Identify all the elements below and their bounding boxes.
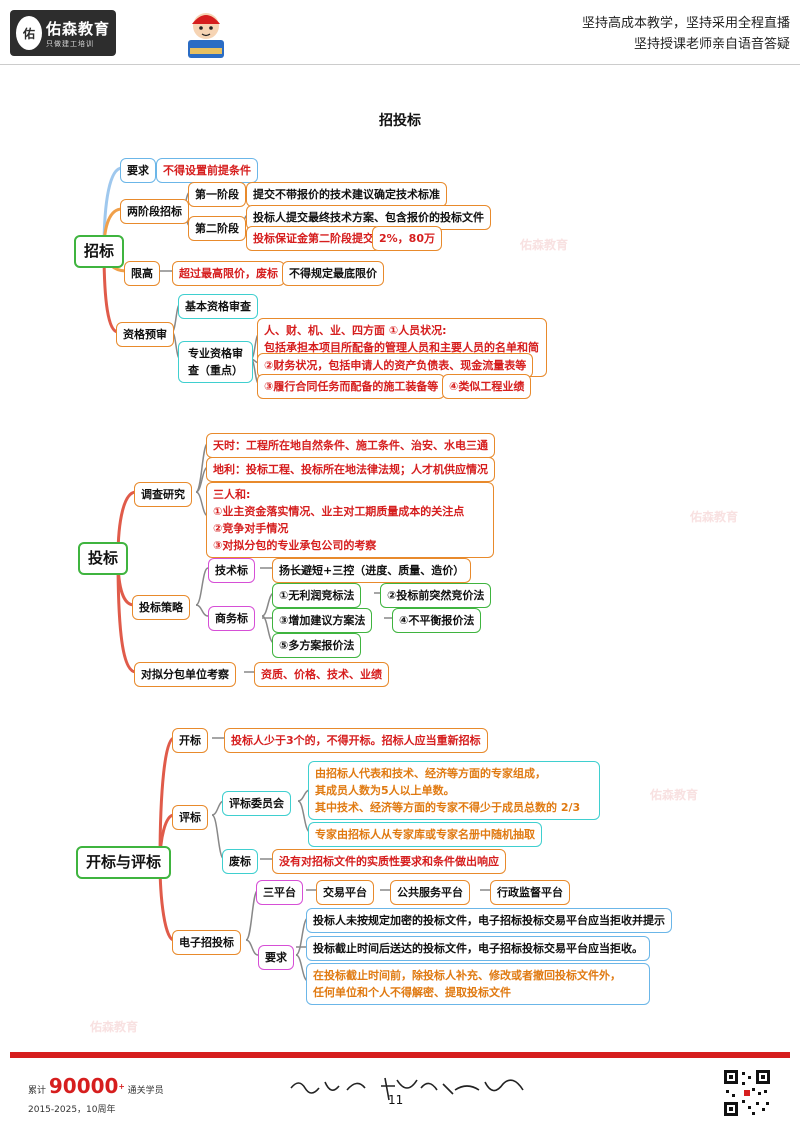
- dianzi-item-3: 在投标截止时间前，除投标人补充、修改或者撤回投标文件外， 任何单位和个人不得解密…: [306, 963, 650, 1005]
- slogan-line-1: 坚持高成本教学，坚持采用全程直播: [581, 16, 790, 31]
- count-plus: +: [118, 1082, 125, 1091]
- student-count: 累计 90000+ 通关学员: [28, 1074, 164, 1098]
- watermark: 佑森教育: [650, 788, 699, 802]
- page-number: 11: [388, 1093, 404, 1107]
- weiyuanhui-item-2: 专家由招标人从专家库或专家名册中随机抽取: [308, 822, 542, 847]
- wyh-line-1: 由招标人代表和技术、经济等方面的专家组成，: [315, 767, 546, 780]
- node-zigeyushen: 资格预审: [116, 322, 174, 347]
- zhuanye-item-1-b: ①人员状况:: [388, 324, 447, 337]
- xiangao-item-2: 不得规定最底限价: [282, 261, 384, 286]
- kaibiao-item: 投标人少于3个的，不得开标。招标人应当重新招标: [224, 728, 488, 753]
- diaocha-tianshi: 天时：工程所在地自然条件、施工条件、治安、水电三通: [206, 433, 495, 458]
- count-value: 90000: [48, 1074, 119, 1098]
- node-xiangao: 限高: [124, 261, 160, 286]
- watermark: 佑森教育: [520, 238, 569, 252]
- dianzi-item-2: 投标截止时间后送达的投标文件，电子招标投标交易平台应当拒收。: [306, 936, 650, 961]
- logo-subtitle: 只做建工培训: [46, 39, 94, 48]
- dianzi-item-1: 投标人未按规定加密的投标文件，电子招标投标交易平台应当拒收并提示: [306, 908, 672, 933]
- watermark: 佑森教育: [690, 510, 739, 524]
- footer-bar: [10, 1052, 790, 1058]
- dz3-line-2: 任何单位和个人不得解密、提取投标文件: [313, 986, 511, 999]
- node-diaocha: 调查研究: [134, 482, 192, 507]
- shangwu-item-4: ④不平衡报价法: [392, 608, 482, 633]
- years-label: 2015-2025，10周年: [28, 1105, 116, 1115]
- diaocha-renhe: 三人和: ①业主资金落实情况、业主对工期质量成本的关注点 ②竞争对手情况 ③对拟…: [206, 482, 494, 558]
- jishubiao-item: 扬长避短+三控（进度、质量、造价）: [272, 558, 472, 583]
- node-fenbao: 对拟分包单位考察: [134, 662, 236, 687]
- shangwu-item-1: ①无利润竞标法: [272, 583, 362, 608]
- node-yaoqiu: 要求: [120, 158, 156, 183]
- shangwu-item-5: ⑤多方案报价法: [272, 633, 362, 658]
- diaocha-dili: 地利：投标工程、投标所在地法律法规；人才机供应情况: [206, 457, 495, 482]
- shangwu-item-2: ②投标前突然竞价法: [380, 583, 492, 608]
- header-bar: 佑 佑森教育 只做建工培训 坚持高成本教学，坚持采用全程直播 坚持授课老师亲自语…: [0, 0, 800, 64]
- dz3-line-1: 在投标截止时间前，除投标人补充、修改或者撤回投标文件外，: [313, 969, 621, 982]
- node-kaibiao: 开标: [172, 728, 208, 753]
- zhuanye-item-3: ③履行合同任务而配备的施工装备等: [257, 374, 446, 399]
- node-dianzi-yaoqiu: 要求: [258, 945, 294, 970]
- node-stage1: 第一阶段: [188, 182, 246, 207]
- wyh-line-3: 其中技术、经济等方面的专家不得少于成员总数的 2/3: [315, 801, 581, 814]
- stage2-item-3: 2%，80万: [372, 226, 442, 251]
- qr-code-icon: [722, 1068, 772, 1118]
- stage2-item-1: 投标人提交最终技术方案、包含报价的投标文件: [246, 205, 491, 230]
- node-feibiao: 废标: [222, 849, 258, 874]
- yaoqiu-item: 不得设置前提条件: [156, 158, 258, 183]
- node-jishubiao: 技术标: [208, 558, 255, 583]
- count-suffix: 通关学员: [127, 1086, 164, 1096]
- stage1-item: 提交不带报价的技术建议确定技术标准: [246, 182, 447, 207]
- brand-logo: 佑 佑森教育 只做建工培训: [10, 10, 116, 56]
- xiangao-item-1: 超过最高限价，废标: [172, 261, 285, 286]
- watermark: 佑森教育: [90, 1020, 139, 1034]
- node-weiyuanhui: 评标委员会: [222, 791, 291, 816]
- pingtai-item-1: 交易平台: [316, 880, 374, 905]
- shangwu-item-3: ③增加建议方案法: [272, 608, 373, 633]
- node-zhuanye: 专业资格审查（重点）: [178, 341, 253, 383]
- node-liangjieduan: 两阶段招标: [120, 199, 189, 224]
- slogan-line-2: 坚持授课老师亲自语音答疑: [633, 37, 790, 52]
- node-pingbiao: 评标: [172, 805, 208, 830]
- node-celue: 投标策略: [132, 595, 190, 620]
- renhe-item-3: ③对拟分包的专业承包公司的考察: [213, 539, 377, 552]
- zhuanye-item-4: ④类似工程业绩: [442, 374, 532, 399]
- zhuanye-item-1-a: 人、财、机、业、四方面: [264, 324, 385, 337]
- node-jiben: 基本资格审查: [178, 294, 258, 319]
- logo-mark-icon: 佑: [16, 16, 42, 50]
- feibiao-item: 没有对招标文件的实质性要求和条件做出响应: [272, 849, 506, 874]
- logo-name: 佑森教育: [46, 19, 111, 38]
- wyh-line-2: 其成员人数为5人以上单数。: [315, 784, 455, 797]
- page-title: 招投标: [379, 113, 421, 129]
- root-zhaobiao: 招标: [74, 235, 125, 268]
- signature-icon: [290, 1077, 524, 1101]
- pingtai-item-3: 行政监督平台: [490, 880, 570, 905]
- count-prefix: 累计: [28, 1086, 47, 1096]
- mascot-icon: [188, 13, 224, 58]
- header-divider: [0, 64, 800, 65]
- node-shangwubiao: 商务标: [208, 606, 255, 631]
- renhe-item-2: ②竞争对手情况: [213, 522, 289, 535]
- node-dianzi: 电子招投标: [172, 930, 241, 955]
- root-toubiao: 投标: [78, 542, 129, 575]
- renhe-item-1: ①业主资金落实情况、业主对工期质量成本的关注点: [213, 505, 465, 518]
- root-kaibiao: 开标与评标: [76, 846, 172, 879]
- node-sanpingtai: 三平台: [256, 880, 303, 905]
- pingtai-item-2: 公共服务平台: [390, 880, 470, 905]
- node-stage2: 第二阶段: [188, 216, 246, 241]
- renhe-title: 三人和:: [213, 488, 251, 501]
- fenbao-item: 资质、价格、技术、业绩: [254, 662, 389, 687]
- weiyuanhui-item-1: 由招标人代表和技术、经济等方面的专家组成， 其成员人数为5人以上单数。 其中技术…: [308, 761, 600, 820]
- stage2-item-2: 投标保证金第二阶段提交: [246, 226, 381, 251]
